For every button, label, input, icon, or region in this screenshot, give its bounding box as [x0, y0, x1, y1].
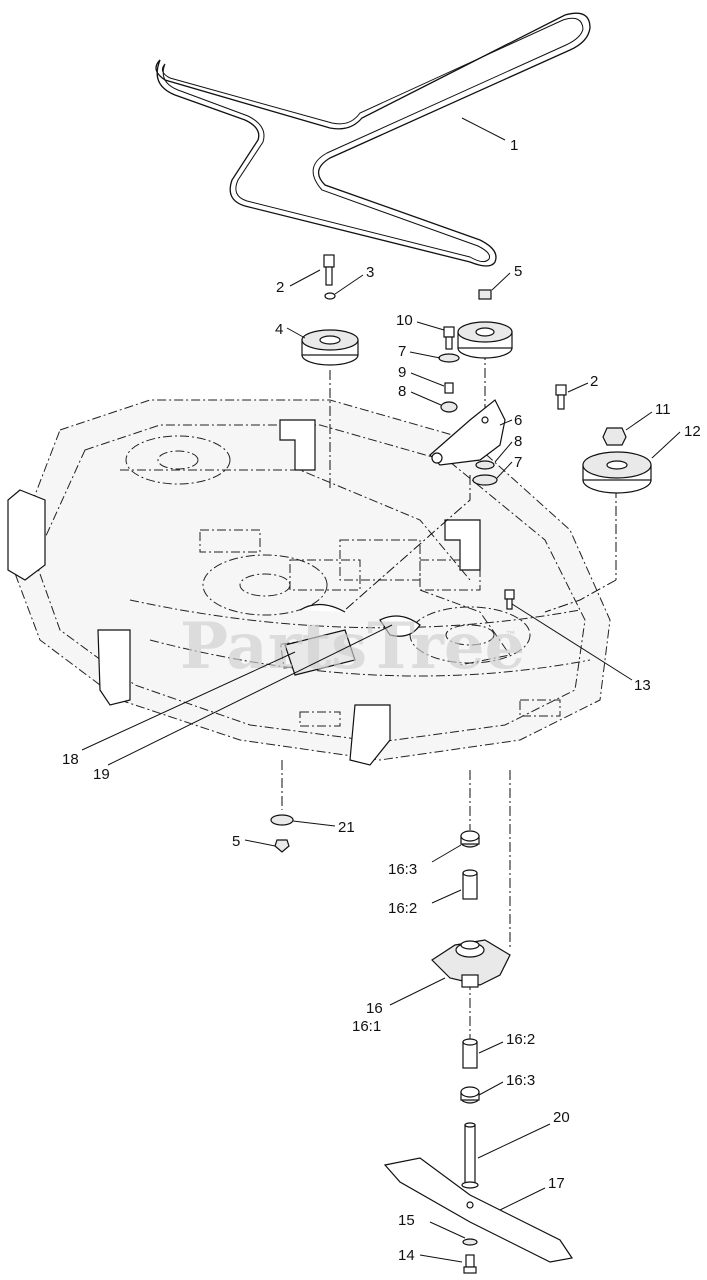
drive-pulley-12	[582, 451, 652, 494]
washer-7-lower	[472, 474, 498, 486]
callout-16-2-top: 16:2	[388, 900, 417, 917]
callout-4: 4	[275, 321, 283, 338]
callout-6: 6	[514, 412, 522, 429]
washer-21	[270, 814, 294, 826]
idler-arm-pulley	[457, 321, 513, 359]
callout-8: 8	[398, 383, 406, 400]
callout-21: 21	[338, 819, 355, 836]
spacer-16-2-bottom	[462, 1038, 478, 1069]
callouts: 1 2 3 4 5 10 7 9 8 2 6 8 7 11 12 13 18 1…	[62, 137, 701, 1264]
blade-17	[383, 1157, 574, 1263]
callout-2-right: 2	[590, 373, 598, 390]
alignment-lines	[281, 350, 617, 1040]
bolt-2-left	[323, 254, 335, 286]
callout-8-lower: 8	[514, 433, 522, 450]
watermark-text: PartsTree	[180, 609, 525, 684]
callout-18: 18	[62, 751, 79, 768]
idler-arm-6	[429, 399, 506, 466]
callout-10: 10	[396, 312, 413, 329]
mower-deck	[9, 399, 611, 761]
callout-7: 7	[398, 343, 406, 360]
callout-20: 20	[553, 1109, 570, 1126]
leader-lines	[81, 117, 681, 1263]
callout-13: 13	[634, 677, 651, 694]
callout-14: 14	[398, 1247, 415, 1264]
washer-8-lower	[475, 460, 495, 470]
spacer-16-2-top	[462, 869, 478, 900]
callout-16: 16	[366, 1000, 383, 1017]
nut-5-top	[478, 289, 492, 300]
callout-16-1: 16:1	[352, 1018, 381, 1035]
callout-5: 5	[514, 263, 522, 280]
callout-12: 12	[684, 423, 701, 440]
bolt-2-right	[555, 384, 567, 410]
spindle-shaft-20	[461, 1122, 479, 1189]
deck-decals	[284, 603, 421, 676]
belt	[155, 12, 591, 267]
callout-15: 15	[398, 1212, 415, 1229]
watermark: PartsTree ™	[180, 609, 525, 684]
callout-11: 11	[655, 401, 671, 418]
washer-3	[324, 292, 336, 300]
callout-7-lower: 7	[514, 454, 522, 471]
spacer-9	[444, 382, 454, 394]
bearing-16-3-top	[460, 830, 480, 848]
callout-3: 3	[366, 264, 374, 281]
callout-19: 19	[93, 766, 110, 783]
idler-pulley-4	[301, 329, 359, 366]
bearing-16-3-bottom	[460, 1086, 480, 1104]
bolt-14	[463, 1254, 477, 1274]
callout-2: 2	[276, 279, 284, 296]
callout-5-lower: 5	[232, 833, 240, 850]
callout-17: 17	[548, 1175, 565, 1192]
nut-11	[602, 427, 627, 446]
callout-16-2-bottom: 16:2	[506, 1031, 535, 1048]
washer-7-top	[438, 353, 460, 363]
spindle-housing-16	[431, 939, 511, 988]
callout-1: 1	[510, 137, 518, 154]
deck-brackets	[7, 419, 481, 766]
callout-16-3-bottom: 16:3	[506, 1072, 535, 1089]
callout-9: 9	[398, 364, 406, 381]
washer-15	[462, 1238, 478, 1246]
callout-16-3-top: 16:3	[388, 861, 417, 878]
nut-5-lower	[274, 839, 290, 853]
washer-8-top	[440, 401, 458, 413]
bolt-10	[443, 326, 455, 350]
watermark-trademark: ™	[505, 629, 517, 643]
